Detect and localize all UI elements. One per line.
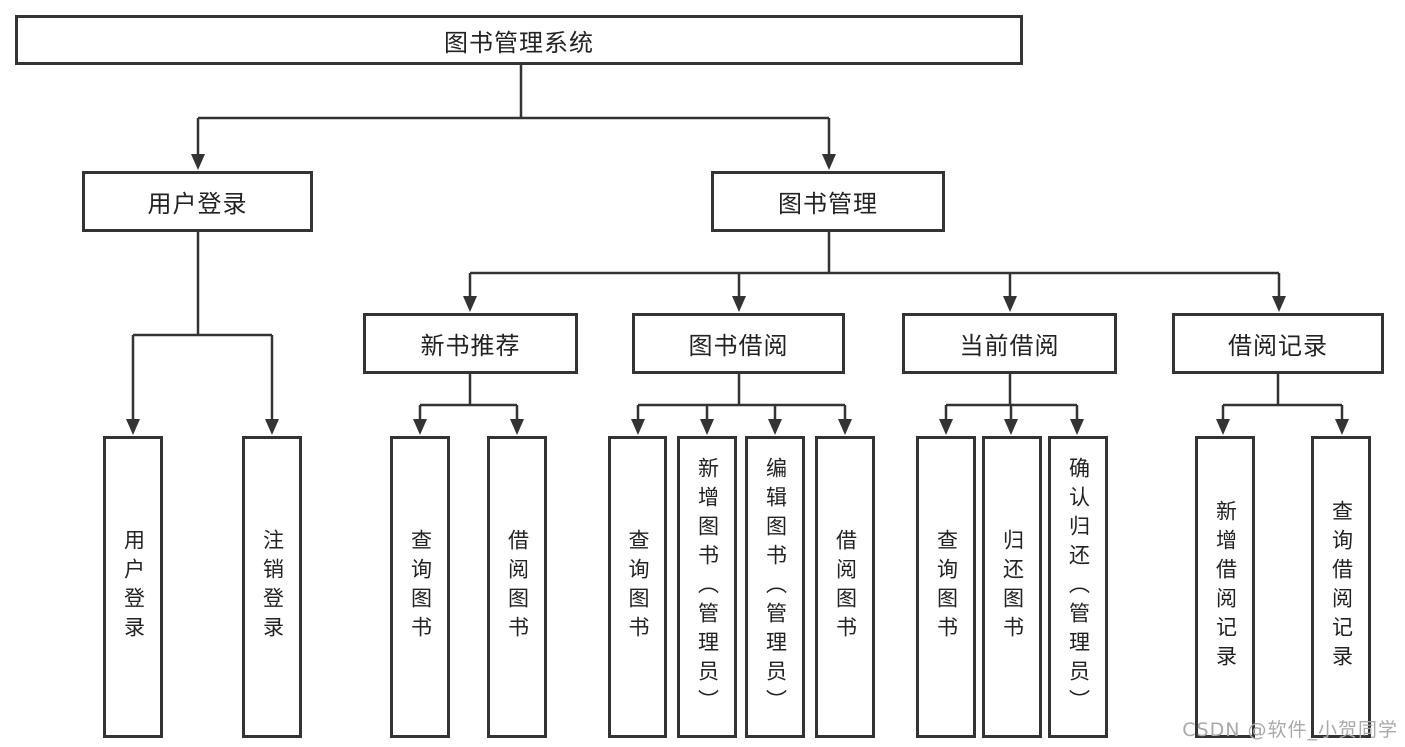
leaf-edit-book-admin: 编辑图书（管理员）: [745, 436, 805, 738]
leaf-query-books-borrow: 查询图书: [608, 436, 667, 738]
leaf-confirm-return-admin: 确认归还（管理员）: [1048, 436, 1108, 738]
node-borrowing-records: 借阅记录: [1172, 313, 1384, 374]
leaf-query-books-recommend: 查询图书: [390, 436, 450, 738]
node-book-management: 图书管理: [711, 171, 945, 232]
leaf-user-login: 用户登录: [103, 436, 163, 738]
node-current-borrowing: 当前借阅: [902, 313, 1117, 374]
node-new-book-recommendation: 新书推荐: [363, 313, 578, 374]
leaf-borrow-books: 借阅图书: [815, 436, 875, 738]
watermark: CSDN @软件_小贺同学: [1182, 719, 1398, 741]
leaf-query-books-current: 查询图书: [916, 436, 976, 738]
tree-edges: [131, 65, 1344, 421]
leaf-add-book-admin: 新增图书（管理员）: [677, 436, 737, 738]
leaf-borrow-books-recommend: 借阅图书: [487, 436, 547, 738]
leaf-logout: 注销登录: [242, 436, 302, 738]
leaf-query-borrow-record: 查询借阅记录: [1311, 436, 1371, 738]
leaf-add-borrow-record: 新增借阅记录: [1195, 436, 1255, 738]
leaf-return-books: 归还图书: [982, 436, 1042, 738]
node-user-login-branch: 用户登录: [82, 171, 313, 232]
node-root-system: 图书管理系统: [15, 15, 1023, 65]
node-book-borrowing: 图书借阅: [632, 313, 845, 374]
